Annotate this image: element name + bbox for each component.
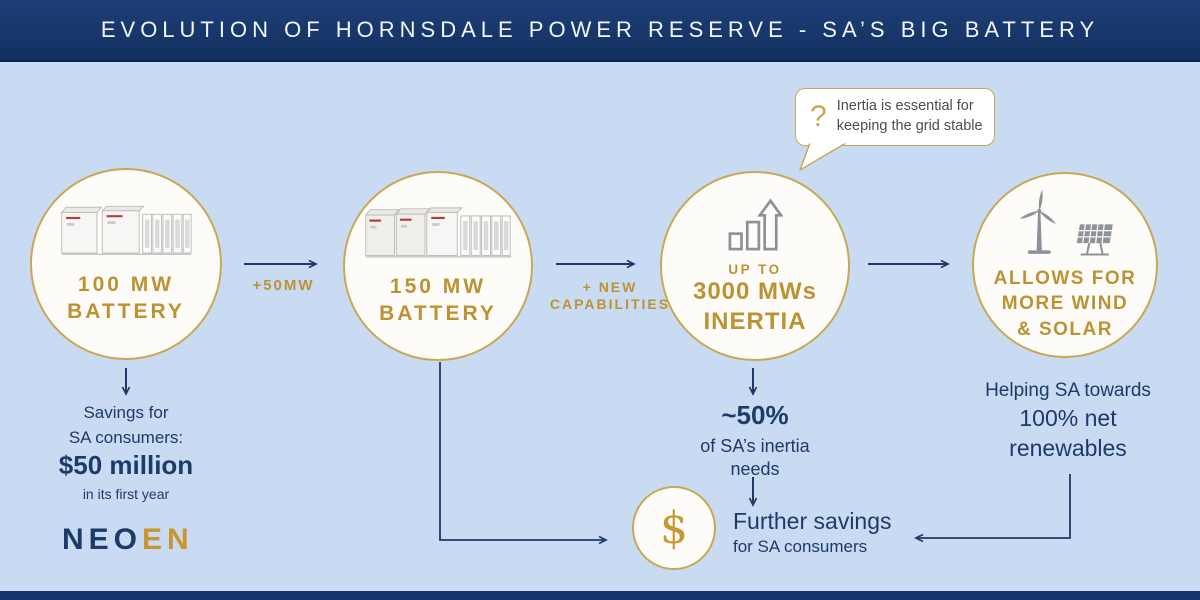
page-title: EVOLUTION OF HORNSDALE POWER RESERVE - S… [100,17,1100,42]
step-wind-solar: ALLOWS FOR MORE WIND & SOLAR [972,172,1158,358]
neoen-logo: NEOEN [62,523,194,556]
inertia-tooltip: ? Inertia is essential for keeping the g… [795,88,995,146]
step2-label: 150 MW BATTERY [379,274,497,325]
dollar-icon: $ [660,502,688,554]
renewables-icons [1013,188,1117,258]
step4-label: ALLOWS FOR MORE WIND & SOLAR [993,267,1137,340]
header-bar: EVOLUTION OF HORNSDALE POWER RESERVE - S… [0,0,1200,62]
net-renewables-text: Helping SA towards 100% net renewables [985,380,1151,461]
step3-title: INERTIA [703,307,807,335]
wind-turbine-icon [1019,189,1057,254]
step-150mw-battery: 150 MW BATTERY [343,171,533,361]
inertia-share-text: ~50% of SA’s inertia needs [655,399,855,482]
elbow-renewables-to-dollar [914,474,1071,543]
step3-value: 3000 MWs [692,277,818,305]
tooltip-tail [799,140,847,171]
battery-icon [60,205,192,255]
tooltip-text: Inertia is essential for keeping the gri… [836,98,983,134]
further-savings-text: Further savings for SA consumers [733,508,892,556]
elbow-battery150-to-dollar [439,362,608,545]
growth-chart-icon [728,198,783,250]
step-inertia: UP TO 3000 MWs INERTIA [660,171,850,361]
savings-note: in its first year [82,485,170,502]
dollar-badge: $ [632,486,716,570]
battery-icon [364,207,512,258]
savings-amount: $50 million [58,450,194,481]
question-mark-icon: ? [810,100,827,133]
plus-50mw-label: +50MW [252,277,315,294]
new-capabilities-label: + NEW CAPABILITIES [549,279,671,312]
bottom-bar [0,591,1200,600]
savings-text: Savings for SA consumers: $50 million in… [58,403,194,502]
step1-label: 100 MW BATTERY [67,272,185,323]
solar-panel-icon [1076,223,1113,256]
step3-pre: UP TO [728,261,782,277]
step-100mw-battery: 100 MW BATTERY [30,168,222,360]
inertia-share-value: ~50% [721,400,789,430]
